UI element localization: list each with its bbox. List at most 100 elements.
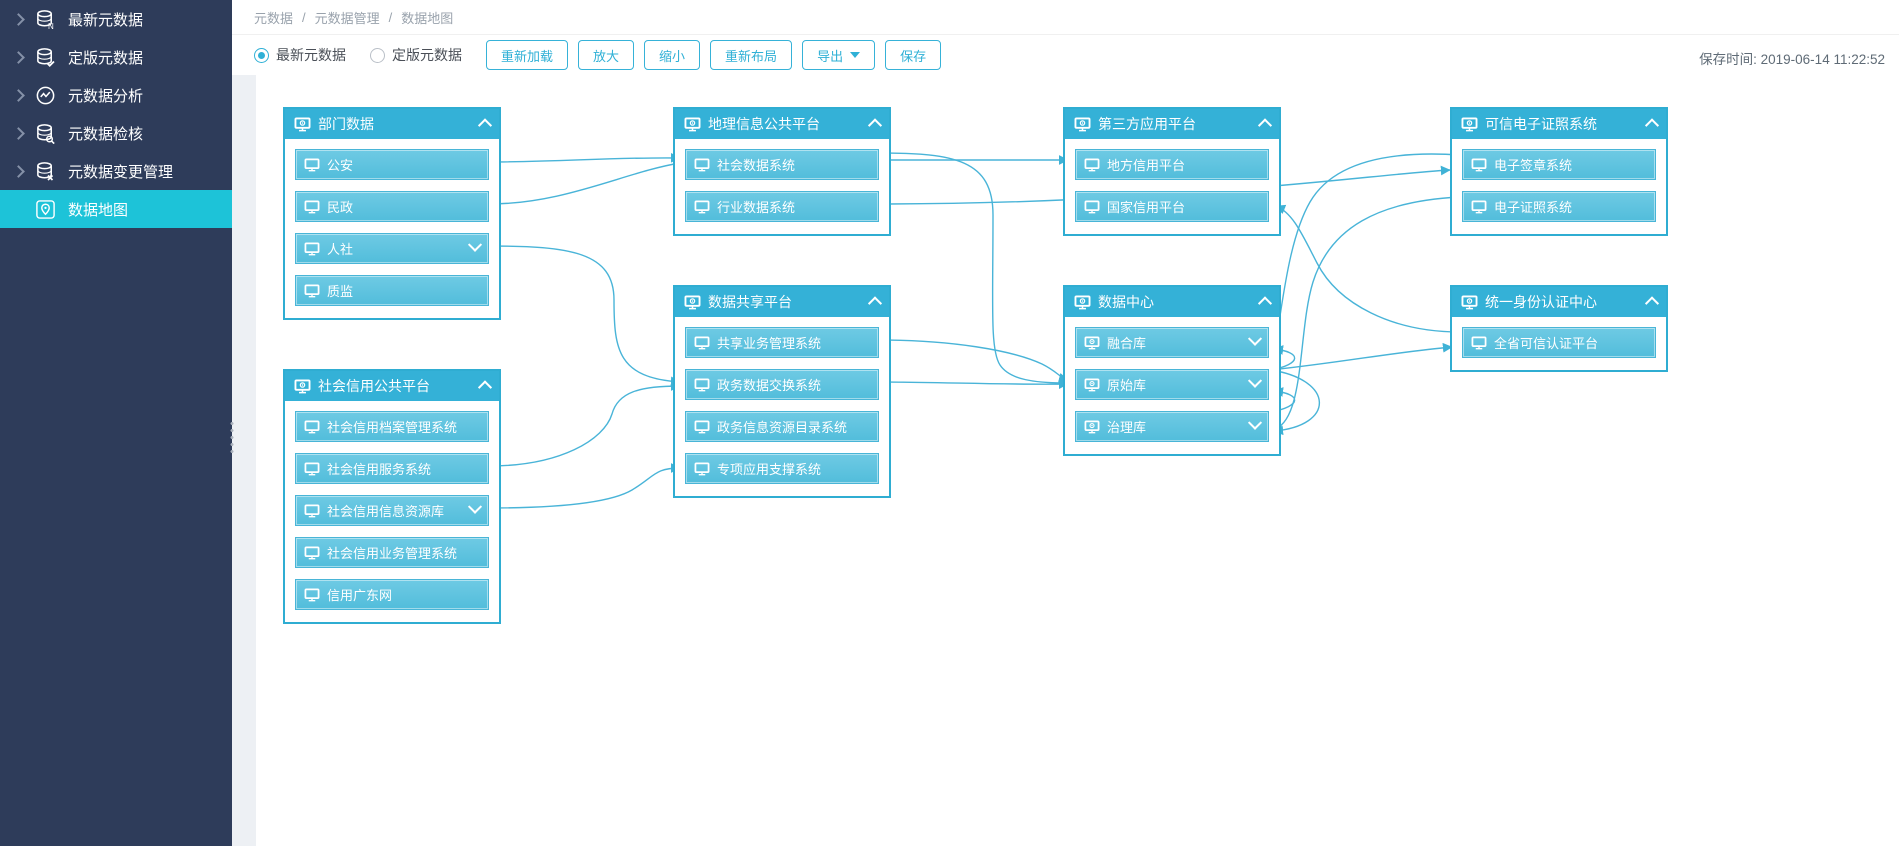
sidebar: N 最新元数据 定版元数据 元数据分析 元数据检核 元数据变更管理 数据地图 xyxy=(0,0,232,846)
node-label: 行业数据系统 xyxy=(717,200,796,215)
gear-monitor-icon xyxy=(1461,295,1478,310)
sidebar-item-latest-metadata[interactable]: N 最新元数据 xyxy=(0,0,232,38)
database-new-icon: N xyxy=(35,9,54,30)
chevron-up-icon xyxy=(867,118,883,133)
group-header[interactable]: 统一身份认证中心 xyxy=(1452,287,1666,317)
sidebar-item-metadata-analysis[interactable]: 元数据分析 xyxy=(0,76,232,114)
group-header[interactable]: 社会信用公共平台 xyxy=(285,371,499,401)
node-social-data-system[interactable]: 社会数据系统 xyxy=(685,149,879,180)
sidebar-item-approved-metadata[interactable]: 定版元数据 xyxy=(0,38,232,76)
monitor-icon xyxy=(694,420,710,434)
group-header[interactable]: 部门数据 xyxy=(285,109,499,139)
node-raw-lib[interactable]: 原始库 xyxy=(1075,369,1269,400)
chevron-right-icon xyxy=(12,126,25,140)
sidebar-item-metadata-inspection[interactable]: 元数据检核 xyxy=(0,114,232,152)
node-gongan[interactable]: 公安 xyxy=(295,149,489,180)
group-department-data: 部门数据 公安 民政 人社 质监 xyxy=(283,107,501,320)
reload-button[interactable]: 重新加载 xyxy=(486,40,569,70)
node-gov-info-resource-catalog[interactable]: 政务信息资源目录系统 xyxy=(685,411,879,442)
chevron-right-icon xyxy=(12,12,25,26)
monitor-icon xyxy=(1084,158,1100,172)
node-fusion-lib[interactable]: 融合库 xyxy=(1075,327,1269,358)
node-label: 社会数据系统 xyxy=(717,158,796,173)
radio-latest-metadata[interactable]: 最新元数据 xyxy=(254,45,346,65)
group-header[interactable]: 第三方应用平台 xyxy=(1065,109,1279,139)
group-body: 社会信用档案管理系统 社会信用服务系统 社会信用信息资源库 社会信用业务管理系统… xyxy=(285,401,499,622)
zoom-in-button[interactable]: 放大 xyxy=(578,40,635,70)
radio-approved-metadata[interactable]: 定版元数据 xyxy=(370,45,462,65)
group-header[interactable]: 数据共享平台 xyxy=(675,287,889,317)
monitor-icon xyxy=(304,200,320,214)
export-button[interactable]: 导出 xyxy=(802,40,876,70)
gear-monitor-icon xyxy=(684,295,701,310)
sidebar-item-label: 最新元数据 xyxy=(68,11,144,29)
node-credit-business-system[interactable]: 社会信用业务管理系统 xyxy=(295,537,489,568)
group-unified-identity-center: 统一身份认证中心 全省可信认证平台 xyxy=(1450,285,1668,372)
node-esignature-system[interactable]: 电子签章系统 xyxy=(1462,149,1656,180)
node-zhijian[interactable]: 质监 xyxy=(295,275,489,306)
group-header[interactable]: 数据中心 xyxy=(1065,287,1279,317)
breadcrumb-separator: / xyxy=(388,9,393,25)
gear-monitor-icon xyxy=(1084,336,1100,350)
group-trusted-elicense-system: 可信电子证照系统 电子签章系统 电子证照系统 xyxy=(1450,107,1668,236)
group-data-sharing-platform: 数据共享平台 共享业务管理系统 政务数据交换系统 政务信息资源目录系统 专项应用… xyxy=(673,285,891,498)
sidebar-splitter-handle[interactable] xyxy=(229,420,235,454)
zoom-out-button[interactable]: 缩小 xyxy=(644,40,701,70)
toolbar: 最新元数据 定版元数据 重新加载 放大 缩小 重新布局 导出 保存 xyxy=(232,35,1899,75)
button-label: 缩小 xyxy=(659,48,686,64)
database-approved-icon xyxy=(35,47,55,67)
monitor-icon xyxy=(694,462,710,476)
breadcrumb-metadata[interactable]: 元数据 xyxy=(254,10,294,26)
monitor-icon xyxy=(304,158,320,172)
group-title: 地理信息公共平台 xyxy=(708,116,820,132)
database-change-icon xyxy=(35,161,54,181)
button-label: 重新布局 xyxy=(725,48,778,64)
chevron-right-icon xyxy=(12,88,25,102)
node-label: 全省可信认证平台 xyxy=(1494,336,1599,351)
monitor-icon xyxy=(304,504,320,518)
gear-monitor-icon xyxy=(1461,117,1478,132)
group-header[interactable]: 地理信息公共平台 xyxy=(675,109,889,139)
database-inspect-icon xyxy=(35,123,55,144)
sidebar-item-metadata-change-mgmt[interactable]: 元数据变更管理 xyxy=(0,152,232,190)
node-renshe[interactable]: 人社 xyxy=(295,233,489,264)
node-special-app-support[interactable]: 专项应用支撑系统 xyxy=(685,453,879,484)
node-label: 政务数据交换系统 xyxy=(717,378,822,393)
node-credit-info-resource-lib[interactable]: 社会信用信息资源库 xyxy=(295,495,489,526)
monitor-icon xyxy=(1471,158,1487,172)
monitor-icon xyxy=(694,336,710,350)
breadcrumb-separator: / xyxy=(302,9,306,25)
button-label: 导出 xyxy=(817,48,844,64)
gear-monitor-icon xyxy=(1084,378,1100,392)
node-minzheng[interactable]: 民政 xyxy=(295,191,489,222)
chevron-up-icon xyxy=(1644,118,1660,133)
sidebar-item-data-map[interactable]: 数据地图 xyxy=(0,190,232,228)
node-label: 专项应用支撑系统 xyxy=(717,462,822,477)
node-credit-guangdong-web[interactable]: 信用广东网 xyxy=(295,579,489,610)
relayout-button[interactable]: 重新布局 xyxy=(710,40,793,70)
node-national-credit-platform[interactable]: 国家信用平台 xyxy=(1075,191,1269,222)
monitor-icon xyxy=(304,546,320,560)
group-header[interactable]: 可信电子证照系统 xyxy=(1452,109,1666,139)
node-provincial-trusted-auth[interactable]: 全省可信认证平台 xyxy=(1462,327,1656,358)
node-label: 社会信用档案管理系统 xyxy=(327,420,458,435)
node-credit-service-system[interactable]: 社会信用服务系统 xyxy=(295,453,489,484)
node-local-credit-platform[interactable]: 地方信用平台 xyxy=(1075,149,1269,180)
node-governance-lib[interactable]: 治理库 xyxy=(1075,411,1269,442)
monitor-icon xyxy=(694,200,710,214)
save-button[interactable]: 保存 xyxy=(885,40,942,70)
node-credit-archive-system[interactable]: 社会信用档案管理系统 xyxy=(295,411,489,442)
group-title: 社会信用公共平台 xyxy=(318,378,430,394)
topbar: 元数据 / 元数据管理 / 数据地图 最新元数据 定版元数据 重新加载 放大 缩… xyxy=(232,0,1899,75)
breadcrumb: 元数据 / 元数据管理 / 数据地图 xyxy=(232,0,1899,35)
node-elicense-system[interactable]: 电子证照系统 xyxy=(1462,191,1656,222)
gear-monitor-icon xyxy=(1074,117,1091,132)
radio-label: 定版元数据 xyxy=(392,47,462,63)
monitor-icon xyxy=(304,462,320,476)
node-label: 质监 xyxy=(327,284,354,299)
chevron-up-icon xyxy=(1644,296,1660,311)
breadcrumb-metadata-mgmt[interactable]: 元数据管理 xyxy=(314,10,380,26)
node-gov-data-exchange[interactable]: 政务数据交换系统 xyxy=(685,369,879,400)
node-industry-data-system[interactable]: 行业数据系统 xyxy=(685,191,879,222)
node-sharing-business-mgmt[interactable]: 共享业务管理系统 xyxy=(685,327,879,358)
